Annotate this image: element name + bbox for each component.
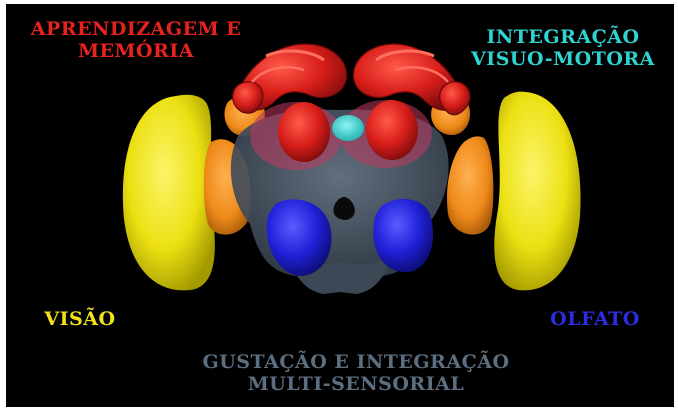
- diagram-frame: APRENDIZAGEM E MEMÓRIA INTEGRAÇÃO VISUO-…: [6, 4, 674, 407]
- label-vision-text: VISÃO: [30, 308, 130, 330]
- label-visuomotor: INTEGRAÇÃO VISUO-MOTORA: [450, 26, 674, 70]
- optic-lobe-left: [123, 95, 215, 291]
- label-gustation-line2: MULTI-SENSORIAL: [166, 373, 546, 395]
- label-gustation: GUSTAÇÃO E INTEGRAÇÃO MULTI-SENSORIAL: [166, 351, 546, 395]
- label-learning-memory: APRENDIZAGEM E MEMÓRIA: [10, 18, 262, 62]
- label-learning-memory-line2: MEMÓRIA: [10, 40, 262, 62]
- label-olfaction: OLFATO: [530, 308, 660, 330]
- label-learning-memory-line1: APRENDIZAGEM E: [10, 18, 262, 40]
- optic-lobe-right: [494, 92, 580, 291]
- label-gustation-line1: GUSTAÇÃO E INTEGRAÇÃO: [166, 351, 546, 373]
- label-visuomotor-line2: VISUO-MOTORA: [450, 48, 674, 70]
- label-olfaction-text: OLFATO: [530, 308, 660, 330]
- central-complex: [332, 115, 364, 141]
- label-visuomotor-line1: INTEGRAÇÃO: [450, 26, 674, 48]
- lobula-right: [447, 136, 493, 234]
- red-sphere-left: [278, 102, 330, 162]
- label-vision: VISÃO: [30, 308, 130, 330]
- red-sphere-right: [366, 100, 418, 160]
